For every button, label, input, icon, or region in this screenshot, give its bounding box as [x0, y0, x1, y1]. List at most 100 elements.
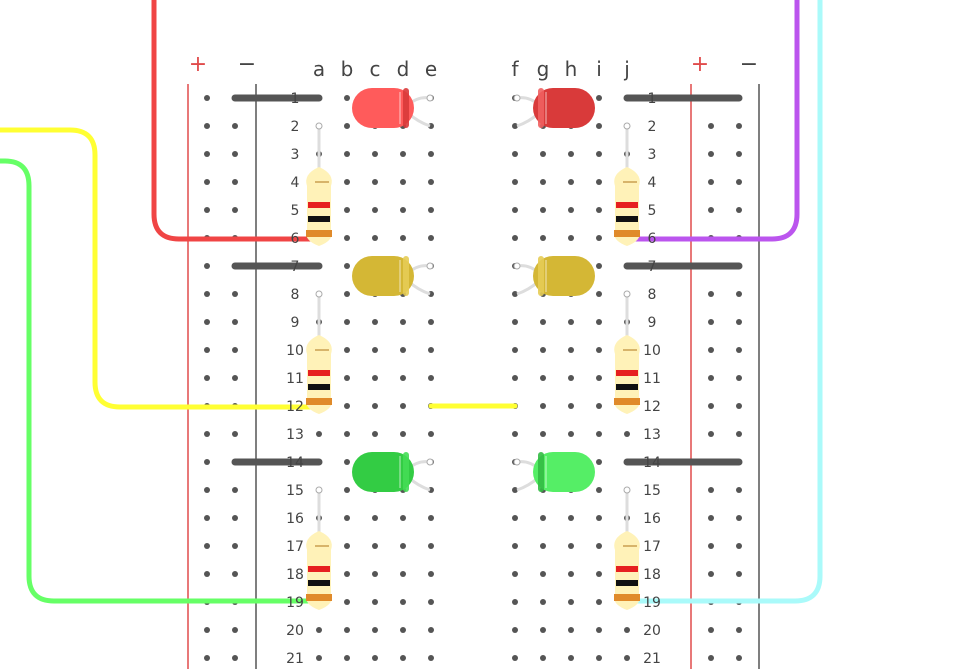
- rail-hole: [736, 151, 742, 157]
- rail-hole: [736, 207, 742, 213]
- right-row-number: 8: [648, 287, 657, 303]
- terminal-hole: [512, 123, 518, 129]
- terminal-hole: [372, 207, 378, 213]
- terminal-hole: [372, 235, 378, 241]
- terminal-hole: [512, 571, 518, 577]
- left-row-number: 12: [286, 399, 304, 415]
- terminal-hole: [596, 319, 602, 325]
- terminal-hole: [428, 235, 434, 241]
- terminal-hole: [428, 515, 434, 521]
- resistor-band-orange: [614, 594, 640, 601]
- left-row-number: 21: [286, 651, 304, 667]
- led-body: [352, 256, 414, 296]
- right-row-number: 7: [648, 259, 657, 275]
- terminal-hole: [568, 403, 574, 409]
- terminal-hole: [344, 627, 350, 633]
- terminal-hole: [540, 403, 546, 409]
- rail-hole: [204, 375, 210, 381]
- terminal-hole: [512, 655, 518, 661]
- terminal-hole: [400, 543, 406, 549]
- terminal-hole: [372, 599, 378, 605]
- right-row-number: 9: [648, 315, 657, 331]
- led-leg-end: [513, 458, 521, 466]
- terminal-hole: [512, 207, 518, 213]
- terminal-hole: [512, 627, 518, 633]
- rail-hole: [708, 543, 714, 549]
- left-row-number: 18: [286, 567, 304, 583]
- terminal-hole: [344, 151, 350, 157]
- right-rail-minus-label: −: [740, 52, 758, 77]
- terminal-hole: [512, 375, 518, 381]
- rail-hole: [204, 207, 210, 213]
- column-label-j: j: [623, 57, 630, 81]
- terminal-hole: [540, 627, 546, 633]
- rail-hole: [204, 655, 210, 661]
- rail-hole: [232, 487, 238, 493]
- terminal-hole: [568, 179, 574, 185]
- terminal-hole: [344, 123, 350, 129]
- resistor-band-red: [308, 370, 330, 376]
- rail-hole: [736, 515, 742, 521]
- right-row-number: 16: [643, 511, 661, 527]
- terminal-hole: [428, 347, 434, 353]
- terminal-hole: [512, 487, 518, 493]
- terminal-hole: [400, 655, 406, 661]
- rail-hole: [736, 543, 742, 549]
- left-row-number: 4: [291, 175, 300, 191]
- led-body: [533, 256, 595, 296]
- terminal-hole: [372, 375, 378, 381]
- terminal-hole: [344, 459, 350, 465]
- terminal-hole: [540, 431, 546, 437]
- left-row-number: 2: [291, 119, 300, 135]
- column-label-d: d: [397, 57, 410, 81]
- terminal-hole: [540, 347, 546, 353]
- led-body: [533, 452, 595, 492]
- terminal-hole: [568, 627, 574, 633]
- terminal-hole: [540, 179, 546, 185]
- resistor-band-red: [308, 566, 330, 572]
- rail-hole: [736, 347, 742, 353]
- rail-hole: [232, 627, 238, 633]
- left-row-number: 7: [291, 259, 300, 275]
- terminal-hole: [372, 347, 378, 353]
- terminal-hole: [596, 151, 602, 157]
- rail-hole: [708, 347, 714, 353]
- rail-hole: [232, 655, 238, 661]
- terminal-hole: [568, 431, 574, 437]
- terminal-hole: [596, 235, 602, 241]
- right-row-number: 21: [643, 651, 661, 667]
- led-rim: [538, 88, 544, 128]
- resistor-band-red: [616, 566, 638, 572]
- led-leg-end: [426, 262, 434, 270]
- terminal-hole: [344, 263, 350, 269]
- column-label-b: b: [341, 57, 354, 81]
- terminal-hole: [596, 543, 602, 549]
- right-row-number: 20: [643, 623, 661, 639]
- right-row-number: 11: [643, 371, 661, 387]
- rail-hole: [204, 543, 210, 549]
- led-rim: [538, 256, 544, 296]
- terminal-hole: [512, 235, 518, 241]
- resistor-band-orange: [306, 230, 332, 237]
- rail-hole: [708, 375, 714, 381]
- led-body: [533, 88, 595, 128]
- terminal-hole: [596, 123, 602, 129]
- led-yellow-left: [352, 256, 434, 296]
- column-label-f: f: [511, 57, 519, 81]
- led-leg-end: [426, 458, 434, 466]
- terminal-hole: [596, 431, 602, 437]
- terminal-hole: [596, 375, 602, 381]
- rail-hole: [708, 179, 714, 185]
- right-resistor-3: [614, 486, 640, 610]
- rail-hole: [204, 263, 210, 269]
- left-resistor-3: [306, 486, 332, 610]
- green-wire: [0, 158, 322, 604]
- terminal-hole: [596, 487, 602, 493]
- rail-hole: [232, 207, 238, 213]
- column-label-c: c: [370, 57, 381, 81]
- terminal-hole: [512, 291, 518, 297]
- terminal-hole: [540, 571, 546, 577]
- column-label-g: g: [537, 57, 550, 81]
- rail-hole: [232, 543, 238, 549]
- led-rim: [538, 452, 544, 492]
